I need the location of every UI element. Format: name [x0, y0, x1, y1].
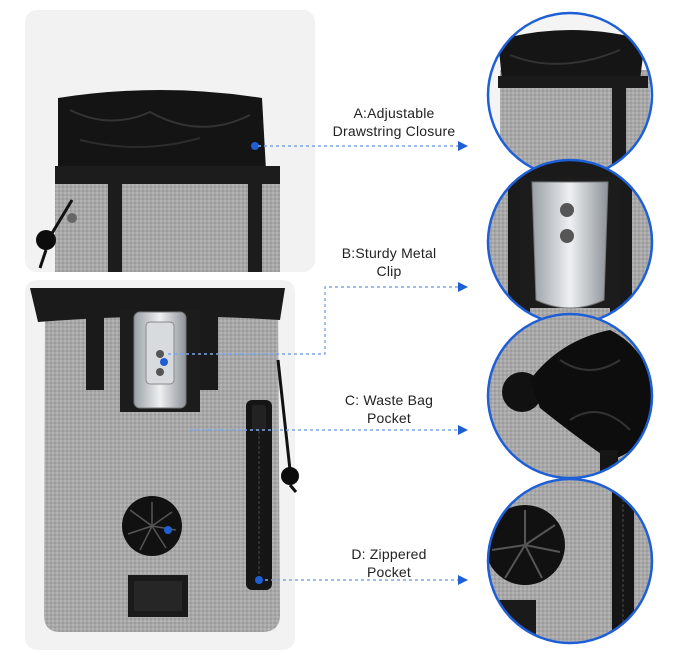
detail-circle-zipper	[486, 477, 654, 645]
callout-label-zipper: D: Zippered Pocket	[318, 545, 460, 581]
callout-label-drawstring: A:Adjustable Drawstring Closure	[318, 104, 470, 140]
detail-circle-waste-bag	[486, 312, 654, 480]
callout-line: Clip	[376, 263, 402, 279]
drawstring-toggle-icon	[36, 199, 77, 269]
bag-dispenser-icon	[122, 496, 182, 556]
main-photo-panel	[25, 280, 299, 650]
callout-arrows	[458, 141, 468, 585]
callout-line: Pocket	[367, 564, 411, 580]
callout-label-clip: B:Sturdy Metal Clip	[318, 244, 460, 280]
callout-line: C: Waste Bag	[344, 392, 434, 408]
detail-circle-drawstring	[486, 11, 654, 179]
metal-clip-icon	[120, 310, 200, 412]
callout-lines	[168, 145, 460, 581]
zipper-icon	[246, 400, 272, 590]
callout-line: D: Zippered	[351, 546, 427, 562]
callout-line: A:Adjustable	[353, 105, 435, 121]
top-photo-panel	[25, 10, 315, 272]
callout-label-waste-bag: C: Waste Bag Pocket	[318, 391, 460, 427]
detail-circle-clip	[486, 158, 654, 326]
callout-line: B:Sturdy Metal	[341, 245, 437, 261]
callout-line: Drawstring Closure	[332, 123, 456, 139]
callout-line: Pocket	[367, 410, 411, 426]
